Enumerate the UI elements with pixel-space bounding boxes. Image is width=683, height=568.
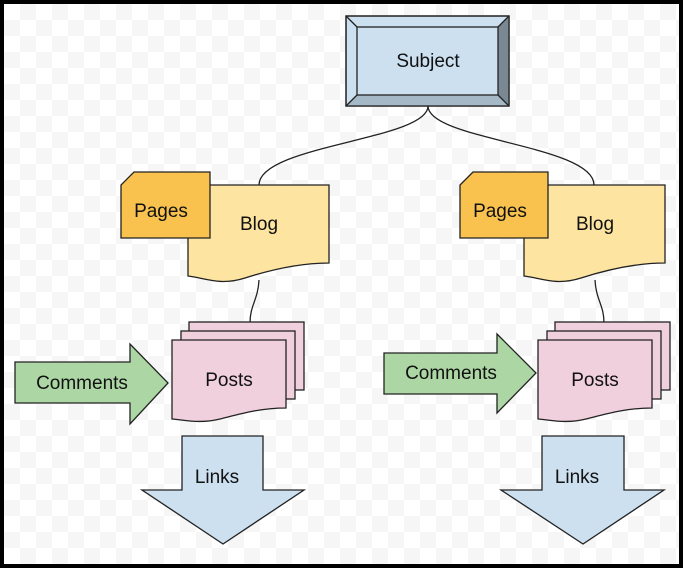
- pages-node-right[interactable]: Pages: [459, 171, 549, 239]
- blog-label: Blog: [240, 214, 278, 235]
- posts-node-right[interactable]: Posts: [537, 321, 671, 423]
- subject-node[interactable]: Subject: [345, 15, 510, 107]
- connector-subject-left: [258, 105, 429, 186]
- pages-label: Pages: [473, 201, 527, 222]
- blog-node-right[interactable]: Blog: [523, 184, 666, 283]
- posts-node-left[interactable]: Posts: [171, 321, 305, 423]
- posts-label: Posts: [205, 370, 253, 391]
- pages-label: Pages: [134, 201, 188, 222]
- links-arrow-right[interactable]: Links: [498, 435, 667, 545]
- connector-subject-right: [427, 105, 595, 186]
- subject-label: Subject: [396, 51, 460, 72]
- posts-label: Posts: [571, 370, 619, 391]
- pages-node-left[interactable]: Pages: [120, 171, 211, 239]
- comments-arrow-right[interactable]: Comments: [383, 332, 537, 415]
- diagram-canvas: [4, 4, 679, 564]
- blog-node-left[interactable]: Blog: [187, 184, 330, 283]
- comments-label: Comments: [405, 363, 497, 384]
- links-label: Links: [195, 467, 239, 488]
- links-label: Links: [555, 467, 599, 488]
- connector-blog-posts-right: [594, 279, 605, 324]
- connector-blog-posts-left: [249, 279, 260, 324]
- comments-arrow-left[interactable]: Comments: [14, 342, 169, 426]
- blog-label: Blog: [576, 214, 614, 235]
- comments-label: Comments: [36, 373, 128, 394]
- links-arrow-left[interactable]: Links: [139, 435, 307, 545]
